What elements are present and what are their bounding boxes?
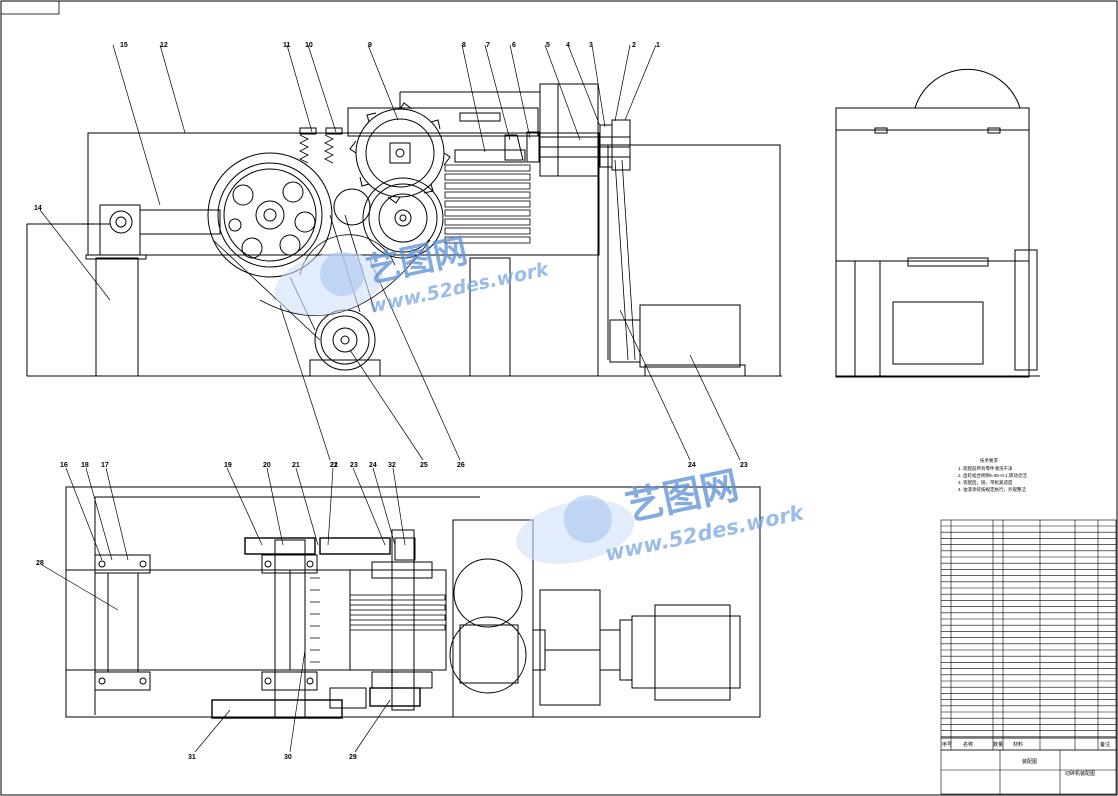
callout-12: 12: [160, 42, 168, 49]
callout-30: 30: [284, 754, 292, 761]
callout-15: 15: [120, 42, 128, 49]
bom-col-remark: 备注: [1100, 741, 1110, 748]
callout-8: 8: [462, 42, 466, 49]
notes-heading: 技术要求: [980, 457, 998, 464]
drawing-title: 切碎机装配图: [1065, 770, 1095, 777]
callout-26: 26: [457, 462, 465, 469]
callout-11: 11: [283, 42, 291, 49]
callout-32: 32: [388, 462, 396, 469]
front-leaders: [39, 44, 741, 461]
callout-17: 17: [101, 462, 109, 469]
callout-21: 21: [330, 462, 338, 469]
callout-14: 14: [34, 205, 42, 212]
callout-3: 3: [589, 42, 593, 49]
callout-29: 29: [349, 754, 357, 761]
technical-notes: 技术要求 1. 装配前所有零件清洗干净 2. 齿轮啮合侧隙0.05~0.1,转动…: [958, 457, 1027, 493]
callout-9: 9: [368, 42, 372, 49]
callout-24b: 24: [369, 462, 377, 469]
note-line-2: 2. 齿轮啮合侧隙0.05~0.1,转动灵活: [958, 472, 1027, 479]
callout-28: 28: [36, 560, 44, 567]
callout-19: 19: [224, 462, 232, 469]
callout-2: 2: [632, 42, 636, 49]
parts-list-text: 序号 名称 数量 材料 备注 装配图 切碎机装配图: [942, 741, 1110, 777]
plan-callouts: 16 18 17 28 19 20 21 22 23 24 32 31 30 2…: [36, 462, 396, 761]
bom-col-material: 材料: [1013, 741, 1023, 748]
callout-24: 24: [688, 462, 696, 469]
note-line-4: 4. 油漆涂装按规定执行，外观整洁: [958, 486, 1027, 493]
plan-view: [65, 486, 761, 719]
callout-6: 6: [512, 42, 516, 49]
callout-31: 31: [188, 754, 196, 761]
bom-col-name: 名称: [963, 741, 973, 748]
bom-col-no: 序号: [942, 741, 952, 748]
callout-20: 20: [263, 462, 271, 469]
callout-25: 25: [420, 462, 428, 469]
assembly-name: 装配图: [1022, 758, 1037, 765]
note-line-1: 1. 装配前所有零件清洗干净: [958, 465, 1013, 472]
callout-5: 5: [546, 42, 550, 49]
note-line-3: 3. 装配后，链、带松紧适度: [958, 479, 1013, 486]
callout-23b: 23: [350, 462, 358, 469]
callout-4: 4: [566, 42, 570, 49]
callout-21b: 21: [292, 462, 300, 469]
callout-18: 18: [81, 462, 89, 469]
parts-list: [940, 519, 1117, 795]
callout-16: 16: [60, 462, 68, 469]
plan-leaders: [41, 467, 406, 753]
side-view: [835, 68, 1040, 378]
callout-7: 7: [486, 42, 490, 49]
callout-23: 23: [740, 462, 748, 469]
callout-22: 22: [330, 462, 338, 469]
callout-10: 10: [305, 42, 313, 49]
bom-col-qty: 数量: [993, 741, 1003, 748]
callout-1: 1: [656, 42, 660, 49]
front-callouts: 15 12 11 10 9 8 7 6 5 4 3 2 1 14 21 25 2…: [34, 42, 748, 469]
corner-box: [0, 0, 60, 15]
